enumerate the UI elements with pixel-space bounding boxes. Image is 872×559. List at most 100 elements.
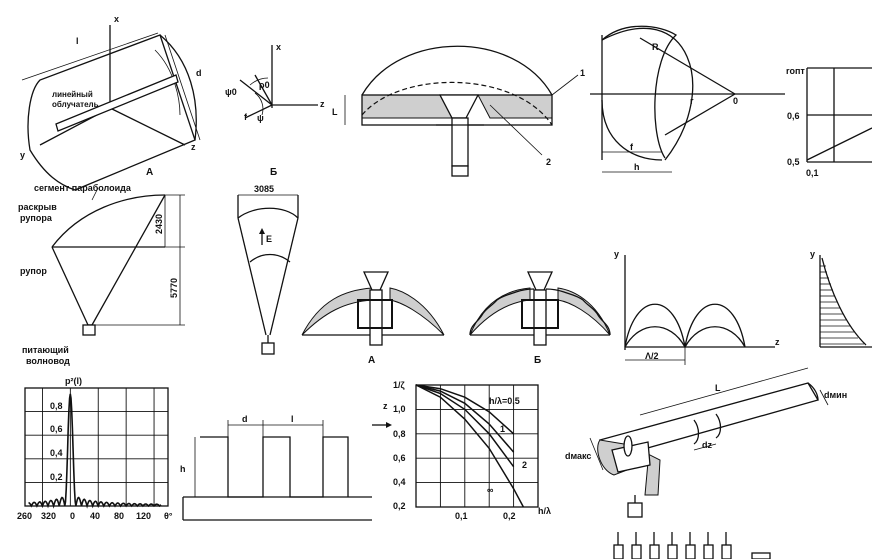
fig-i-lambda-label: Λ/2 bbox=[645, 351, 659, 361]
fig-k-pattern-chart: p²(l) 0,8 0,6 0,4 0,2 260 320 0 40 80 12… bbox=[17, 376, 173, 521]
fig-f-horn-left bbox=[51, 246, 89, 326]
fig-j-hatching bbox=[820, 265, 864, 345]
fig-l-base bbox=[182, 496, 372, 521]
fig-a-linear-feeder bbox=[55, 74, 179, 132]
fig-c-lens-antenna: L 1 2 bbox=[332, 45, 585, 177]
fig-k-x-tick-theta: θ° bbox=[164, 511, 173, 521]
fig-a-l-label: l bbox=[76, 36, 79, 46]
fig-l-z-label: z bbox=[383, 401, 388, 411]
fig-c-leader-1 bbox=[551, 74, 579, 96]
fig-f-feed-label-2: волновод bbox=[26, 356, 70, 366]
fig-e-x01: 0,1 bbox=[806, 168, 819, 178]
fig-n-slice-1 bbox=[693, 419, 700, 445]
fig-m-ylabel: 1/ζ bbox=[393, 380, 405, 390]
fig-a-reflector-outline bbox=[27, 34, 196, 191]
fig-m-y-tick-06: 0,6 bbox=[393, 453, 406, 463]
fig-g-feed-block bbox=[261, 342, 275, 355]
fig-h-b-scallop-left bbox=[469, 288, 535, 336]
fig-c-L-label: L bbox=[332, 107, 338, 117]
fig-a-z-axis bbox=[109, 107, 186, 146]
fig-b-angle-geometry: x z ψ0 ρ0 f ψ Б bbox=[225, 42, 325, 178]
fig-e-ropt-graph: rопт 0,6 0,5 0,1 bbox=[786, 66, 872, 178]
fig-m-curve-label-05: h/λ=0,5 bbox=[489, 396, 520, 406]
fig-g-top-arc bbox=[237, 207, 299, 219]
fig-h-a-right-shell bbox=[389, 287, 445, 336]
fig-d-R-line bbox=[639, 37, 736, 95]
fig-b-z-label: z bbox=[320, 99, 325, 109]
fig-k-y-tick-02: 0,2 bbox=[50, 472, 63, 482]
fig-j-y-label: y bbox=[810, 249, 815, 259]
fig-n-dmin-label: dмин bbox=[824, 390, 847, 400]
fig-k-title: p²(l) bbox=[65, 376, 82, 386]
fig-n-dz-dim bbox=[693, 443, 717, 451]
fig-b-arc-1 bbox=[249, 77, 269, 86]
fig-m-x-tick-02: 0,2 bbox=[503, 511, 516, 521]
fig-g-E-label: E bbox=[266, 234, 272, 244]
fig-g-mid-arc bbox=[249, 253, 291, 263]
fig-m-curves bbox=[415, 384, 525, 508]
fig-l-l-label: l bbox=[291, 414, 294, 424]
fig-f-horn-label: рупор bbox=[20, 266, 47, 276]
fig-f-aperture-label-1: раскрыв bbox=[18, 202, 57, 212]
fig-n-slice-2 bbox=[715, 413, 722, 439]
fig-b-rho0-label: ρ0 bbox=[259, 80, 270, 90]
fig-h-b-right-shell bbox=[557, 287, 611, 336]
fig-a-x-label: x bbox=[114, 14, 119, 24]
fig-n-rod-antenna: L dz dмакс dмин bbox=[565, 367, 847, 559]
fig-g-left-side bbox=[237, 217, 267, 336]
fig-m-xlabel: h/λ bbox=[538, 506, 551, 516]
fig-n-tip bbox=[807, 382, 819, 401]
fig-f-leader-seg bbox=[91, 187, 99, 201]
fig-h-a-horn bbox=[362, 271, 390, 291]
fig-h-b-stem bbox=[533, 289, 547, 346]
fig-e-ylabel: rопт bbox=[786, 66, 805, 76]
fig-e-curve bbox=[806, 127, 872, 161]
fig-d-lower-arc bbox=[601, 99, 663, 161]
fig-k-x-tick-80: 80 bbox=[114, 511, 124, 521]
fig-g-sector-horn: 3085 E bbox=[237, 184, 299, 355]
fig-d-f-label: f bbox=[630, 142, 634, 152]
fig-m-y-tick-04: 0,4 bbox=[393, 477, 406, 487]
fig-m-series-3 bbox=[415, 384, 525, 508]
fig-f-aperture-label-2: рупора bbox=[20, 213, 53, 223]
fig-c-feed-block bbox=[451, 165, 469, 177]
fig-a-d-dimension bbox=[164, 34, 201, 141]
fig-g-E-arrowhead bbox=[259, 228, 265, 234]
fig-b-ray-1 bbox=[239, 79, 273, 106]
fig-h-caption-a: А bbox=[368, 355, 375, 366]
fig-a-feeder-label-1: линейный bbox=[52, 90, 93, 99]
fig-l-corrugated-structure: d l h z bbox=[180, 401, 392, 521]
fig-d-r-line bbox=[664, 93, 736, 136]
fig-b-caption: Б bbox=[270, 167, 277, 178]
fig-h-b-collar bbox=[521, 299, 559, 329]
fig-m-series-1 bbox=[415, 384, 515, 453]
fig-d-circle-geometry: R r 0 f h bbox=[590, 25, 785, 173]
fig-i-z-label: z bbox=[775, 337, 780, 347]
fig-h-b-left-shell bbox=[469, 287, 531, 336]
fig-j-curve bbox=[821, 257, 867, 346]
fig-k-y-tick-06: 0,6 bbox=[50, 424, 63, 434]
fig-m-y-tick-10: 1,0 bbox=[393, 404, 406, 414]
fig-d-inner-arc bbox=[601, 25, 678, 159]
fig-i-outer-arcs bbox=[624, 303, 746, 348]
fig-c-dashed-arc bbox=[361, 81, 553, 126]
fig-c-lens-arc bbox=[361, 45, 553, 96]
fig-m-frame bbox=[415, 384, 539, 508]
fig-k-x-tick-260: 260 bbox=[17, 511, 32, 521]
fig-f-horn-right bbox=[91, 194, 166, 326]
fig-f-feed-waveguide bbox=[82, 324, 96, 336]
fig-c-leader-2 bbox=[489, 104, 543, 156]
fig-c-left-fill bbox=[361, 94, 453, 119]
fig-d-r-label: r bbox=[690, 96, 694, 106]
fig-l-h-label: h bbox=[180, 464, 186, 474]
fig-g-width-label: 3085 bbox=[254, 184, 274, 194]
fig-n-probe bbox=[623, 435, 633, 457]
fig-j-hatched-profile: y bbox=[810, 249, 872, 348]
fig-d-0-label: 0 bbox=[733, 96, 738, 106]
fig-a-l-dimension bbox=[21, 32, 159, 81]
fig-m-x-tick-01: 0,1 bbox=[455, 511, 468, 521]
fig-k-curve bbox=[28, 393, 162, 509]
fig-k-x-tick-320: 320 bbox=[41, 511, 56, 521]
fig-h-b-horn bbox=[526, 271, 554, 291]
